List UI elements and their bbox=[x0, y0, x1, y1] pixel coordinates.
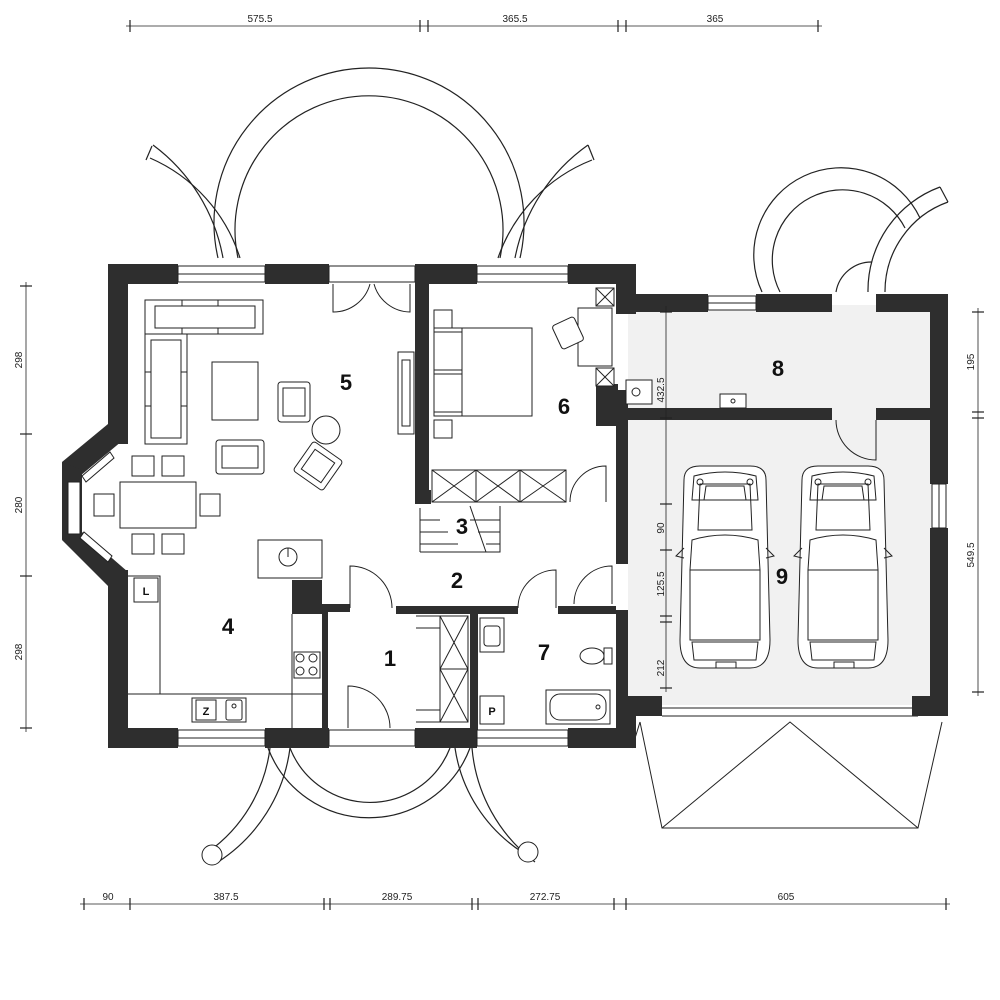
boiler-label: P bbox=[488, 706, 495, 718]
bedroom-furniture bbox=[431, 287, 615, 503]
sink-label: Z bbox=[203, 706, 210, 718]
dim-inner-4: 212 bbox=[656, 659, 667, 676]
dim-top-1: 575.5 bbox=[247, 14, 272, 25]
room-number-7: 7 bbox=[538, 640, 550, 665]
dim-inner-3: 125.5 bbox=[656, 571, 667, 596]
side-terrace-arcs bbox=[753, 167, 949, 293]
dim-bottom-2: 387.5 bbox=[213, 892, 238, 903]
dim-bottom-3: 289.75 bbox=[382, 892, 413, 903]
garage-apron bbox=[631, 707, 943, 829]
fridge-label: L bbox=[143, 586, 150, 598]
dim-left-2: 280 bbox=[14, 496, 25, 513]
dim-bottom-4: 272.75 bbox=[530, 892, 561, 903]
car-right bbox=[793, 465, 893, 669]
dim-top-3: 365 bbox=[707, 14, 724, 25]
dim-right-2: 549.5 bbox=[966, 542, 977, 567]
hall-wardrobe bbox=[416, 615, 469, 723]
dim-right-1: 195 bbox=[966, 353, 977, 370]
living-room-furniture bbox=[93, 299, 415, 555]
room-number-3: 3 bbox=[456, 514, 468, 539]
dim-left-1: 298 bbox=[14, 351, 25, 368]
dim-bottom-1: 90 bbox=[102, 892, 114, 903]
kitchen-furniture bbox=[128, 539, 323, 728]
stairs bbox=[419, 505, 501, 553]
room-number-6: 6 bbox=[558, 394, 570, 419]
room-number-5: 5 bbox=[340, 370, 352, 395]
bottom-terrace-arcs bbox=[201, 747, 539, 866]
bathroom-furniture bbox=[479, 617, 613, 725]
doors bbox=[332, 283, 877, 729]
room-number-1: 1 bbox=[384, 646, 396, 671]
room-number-8: 8 bbox=[772, 356, 784, 381]
dim-bottom-5: 605 bbox=[778, 892, 795, 903]
room-number-2: 2 bbox=[451, 568, 463, 593]
room-number-4: 4 bbox=[222, 614, 235, 639]
room-number-9: 9 bbox=[776, 564, 788, 589]
dim-inner-1: 432.5 bbox=[656, 377, 667, 402]
utility-room-fixtures bbox=[625, 379, 747, 409]
dimension-lines bbox=[20, 20, 984, 910]
dim-top-2: 365.5 bbox=[502, 14, 527, 25]
windows bbox=[67, 265, 947, 747]
dim-inner-2: 90 bbox=[656, 522, 667, 534]
dim-left-3: 298 bbox=[14, 643, 25, 660]
top-terrace-arcs bbox=[145, 67, 595, 259]
car-left bbox=[675, 465, 775, 669]
